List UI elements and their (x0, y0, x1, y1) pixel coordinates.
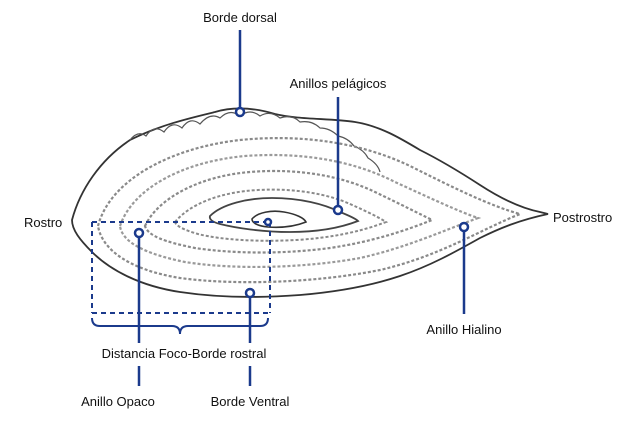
label-rostro: Rostro (24, 215, 62, 230)
label-anillos-pelagicos: Anillos pelágicos (290, 76, 387, 91)
label-distancia-foco-borde-rostral: Distancia Foco-Borde rostral (102, 346, 267, 361)
pointer-borde-ventral-dot (246, 289, 254, 297)
label-borde-ventral: Borde Ventral (211, 394, 290, 409)
otolith-shape (72, 108, 548, 297)
label-borde-dorsal: Borde dorsal (203, 10, 277, 25)
label-postrostro: Postrostro (553, 210, 612, 225)
brace (92, 318, 268, 334)
pointer-borde-dorsal-dot (236, 108, 244, 116)
label-anillo-opaco: Anillo Opaco (81, 394, 155, 409)
pointer-foco-dot (265, 219, 271, 225)
pointer-anillos-pelagicos-dot (334, 206, 342, 214)
otolith-outline (72, 108, 548, 297)
pointer-anillo-hialino-dot (460, 223, 468, 231)
pointer-anillo-opaco-dot (135, 229, 143, 237)
label-anillo-hialino: Anillo Hialino (426, 322, 501, 337)
